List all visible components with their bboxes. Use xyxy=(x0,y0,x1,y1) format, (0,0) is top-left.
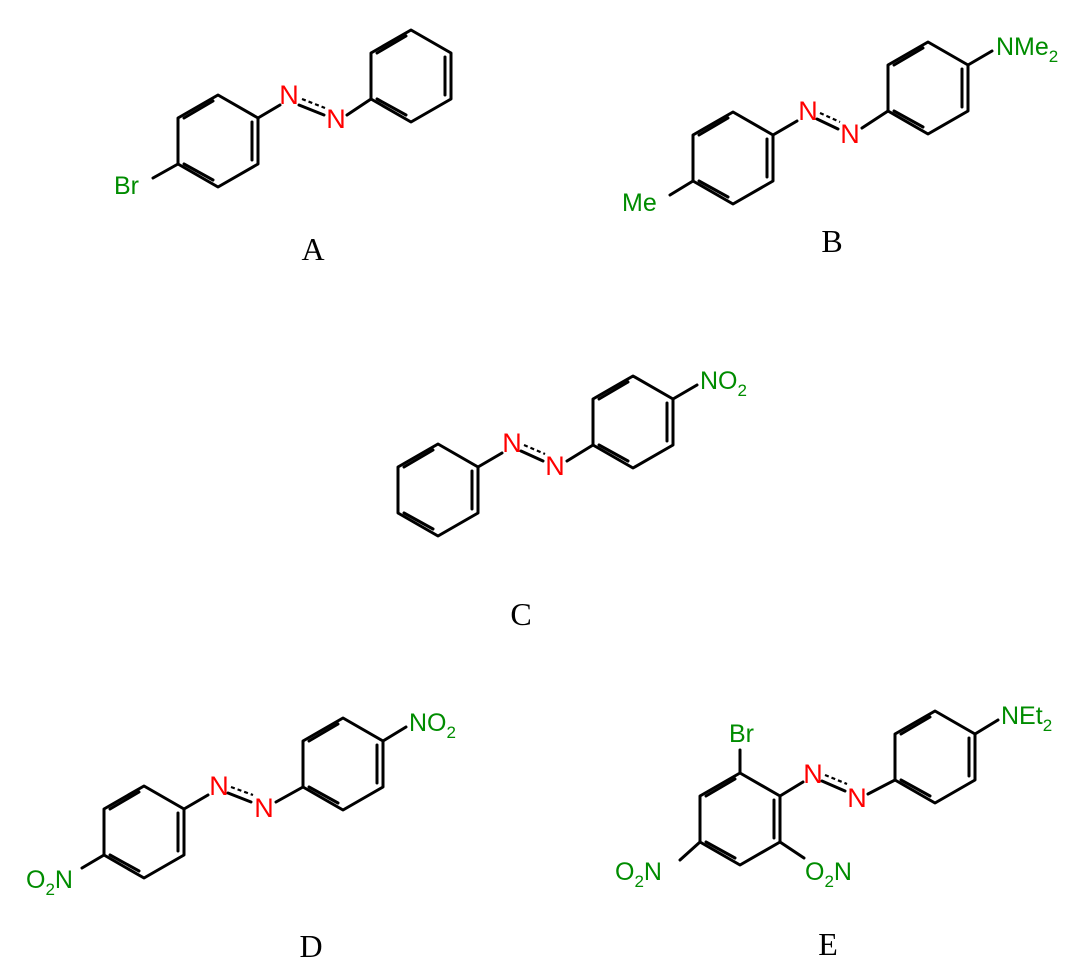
azo-single-bond xyxy=(182,793,210,811)
azo-single-bond xyxy=(274,785,305,804)
bromo-substituent: Br xyxy=(729,720,754,748)
azo-nitrogen-2: N xyxy=(847,783,867,813)
ring-inner-bond xyxy=(307,785,340,805)
azo-single-bond xyxy=(476,451,504,469)
substituent-bond xyxy=(966,49,994,67)
compound-d: N N NO2 O2N D xyxy=(26,709,456,964)
ring-inner-bond xyxy=(892,46,925,67)
bromo-substituent: Br xyxy=(114,172,139,200)
compound-label: D xyxy=(299,928,322,964)
benzene-ring xyxy=(396,442,480,538)
compound-b: N N Me NMe2 B xyxy=(622,33,1058,259)
azo-nitrogen-1: N xyxy=(798,96,818,126)
benzene-ring xyxy=(591,374,675,470)
dimethylamino-substituent: NMe2 xyxy=(996,33,1058,66)
substituent-bond xyxy=(678,840,702,862)
nitro-substituent: NO2 xyxy=(409,709,456,742)
ring-inner-bond xyxy=(182,99,215,120)
compound-a: N N Br A xyxy=(114,28,453,267)
azo-single-bond xyxy=(860,109,890,130)
azo-double-bond xyxy=(824,773,848,786)
compound-label: A xyxy=(301,231,324,267)
azo-nitrogen-1: N xyxy=(279,80,299,110)
ring-inner-bond xyxy=(402,448,435,469)
ring-inner-bond xyxy=(402,511,435,531)
azo-bond xyxy=(226,791,253,804)
ring-inner-bond xyxy=(375,97,408,117)
azo-double-bond xyxy=(819,111,841,124)
benzene-ring xyxy=(698,771,782,867)
ring-inner-bond xyxy=(899,778,932,798)
substituent-bond xyxy=(151,162,180,180)
substituent-bond xyxy=(80,853,106,870)
azo-single-bond xyxy=(345,97,373,117)
benzene-ring xyxy=(691,110,775,206)
ring-inner-bond xyxy=(892,109,925,129)
azo-nitrogen-1: N xyxy=(803,759,823,789)
azo-single-bond xyxy=(866,778,897,796)
ring-inner-bond xyxy=(597,380,630,401)
ring-inner-bond xyxy=(697,116,730,137)
substituent-bond xyxy=(381,725,408,743)
azo-single-bond xyxy=(256,103,282,120)
benzene-ring xyxy=(176,93,260,189)
benzene-ring xyxy=(369,28,453,124)
ring-inner-bond xyxy=(375,34,408,55)
compound-c: N N NO2 C xyxy=(396,367,747,632)
substituent-bond xyxy=(973,718,1000,736)
diethylamino-substituent: NEt2 xyxy=(1001,702,1052,735)
benzene-ring xyxy=(102,784,186,880)
compound-label: C xyxy=(510,596,531,632)
ring-inner-bond xyxy=(597,443,630,463)
substituent-bond xyxy=(671,383,699,401)
methyl-substituent: Me xyxy=(622,189,657,217)
azo-nitrogen-2: N xyxy=(545,451,565,481)
substituent-bond xyxy=(778,840,806,860)
substituent-bond xyxy=(668,179,695,197)
nitro-substituent: NO2 xyxy=(700,367,747,400)
compound-label: E xyxy=(818,926,838,962)
ring-inner-bond xyxy=(182,162,215,182)
ring-inner-bond xyxy=(704,840,737,860)
nitro-substituent: O2N xyxy=(26,866,73,899)
ring-inner-bond xyxy=(108,790,141,811)
ring-inner-bond xyxy=(697,179,730,199)
azo-single-bond xyxy=(565,443,595,463)
azo-nitrogen-1: N xyxy=(502,428,522,458)
ring-inner-bond xyxy=(108,853,141,873)
azo-double-bond xyxy=(230,785,254,797)
ring-inner-bond xyxy=(704,777,737,798)
azo-bond xyxy=(815,117,840,131)
azo-bond xyxy=(820,779,847,793)
ring-inner-bond xyxy=(307,722,340,743)
azo-nitrogen-2: N xyxy=(326,104,346,134)
azo-nitrogen-2: N xyxy=(254,793,274,823)
benzene-ring xyxy=(886,40,970,136)
compound-label: B xyxy=(821,223,842,259)
benzene-ring xyxy=(893,709,977,805)
azo-single-bond xyxy=(778,780,805,798)
azo-bond xyxy=(297,103,326,117)
azo-nitrogen-2: N xyxy=(840,119,860,149)
nitro-substituent: O2N xyxy=(805,858,852,891)
benzene-ring xyxy=(301,716,385,812)
azo-bond xyxy=(519,449,545,463)
nitro-substituent: O2N xyxy=(615,858,662,891)
ring-inner-bond xyxy=(899,715,932,736)
azo-double-bond xyxy=(523,443,546,456)
azo-single-bond xyxy=(771,119,799,137)
compound-e: N N Br NEt2 O2N O2N E xyxy=(615,702,1052,962)
azo-nitrogen-1: N xyxy=(209,771,229,801)
